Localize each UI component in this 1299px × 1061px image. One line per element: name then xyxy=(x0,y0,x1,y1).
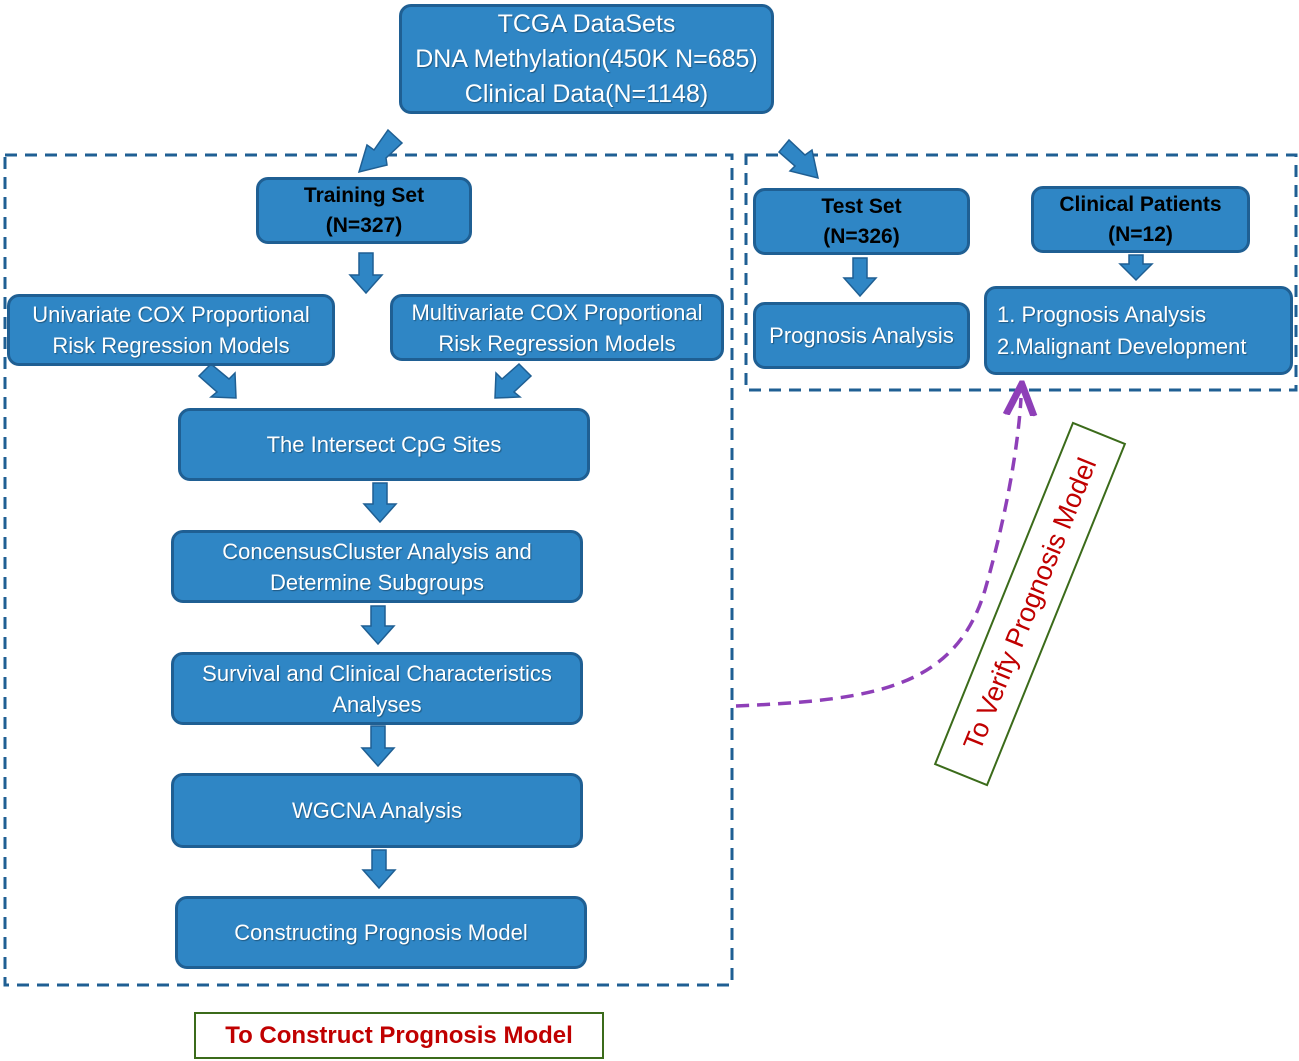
arrow-intersect-to-consensus-icon xyxy=(362,482,398,524)
clinical-results-line1: 1. Prognosis Analysis xyxy=(997,301,1207,327)
prognosis-analysis-text: Prognosis Analysis xyxy=(769,322,954,348)
clinical-results-line2: 2.Malignant Development xyxy=(997,333,1247,359)
clinical-patients-box: Clinical Patients (N=12) xyxy=(1031,186,1250,253)
intersect-cpg-box: The Intersect CpG Sites xyxy=(178,408,590,481)
verify-dashed-curve xyxy=(735,398,1021,708)
construct-model-label-text: To Construct Prognosis Model xyxy=(225,1021,573,1049)
intersect-cpg-text: The Intersect CpG Sites xyxy=(266,431,502,457)
wgcna-analysis-text: WGCNA Analysis xyxy=(292,797,462,823)
constructing-model-text: Constructing Prognosis Model xyxy=(234,919,528,945)
survival-analyses-line1: Survival and Clinical Characteristics xyxy=(202,660,552,686)
arrow-test-to-prognosis-icon xyxy=(842,257,878,298)
constructing-model-box: Constructing Prognosis Model xyxy=(175,896,587,969)
test-set-count: (N=326) xyxy=(823,224,900,248)
arrow-multivariate-to-intersect-icon xyxy=(494,362,533,399)
survival-analyses-box: Survival and Clinical Characteristics An… xyxy=(171,652,583,725)
clinical-patients-count: (N=12) xyxy=(1108,222,1173,246)
survival-analyses-line2: Analyses xyxy=(332,691,422,717)
arrow-consensus-to-survival-icon xyxy=(360,605,396,646)
construct-model-label: To Construct Prognosis Model xyxy=(194,1012,604,1059)
arrow-survival-to-wgcna-icon xyxy=(360,725,396,768)
univariate-cox-line1: Univariate COX Proportional xyxy=(32,302,310,327)
consensus-cluster-line1: ConcensusCluster Analysis and xyxy=(222,538,532,564)
tcga-datasets-title: TCGA DataSets xyxy=(497,9,676,38)
training-set-count: (N=327) xyxy=(325,213,403,237)
clinical-patients-title: Clinical Patients xyxy=(1059,192,1222,216)
multivariate-cox-box: Multivariate COX Proportional Risk Regre… xyxy=(390,294,724,361)
test-set-box: Test Set (N=326) xyxy=(753,188,970,255)
consensus-cluster-line2: Determine Subgroups xyxy=(269,569,484,595)
arrow-clinical-to-results-icon xyxy=(1118,254,1154,282)
arrow-to-test-icon xyxy=(777,138,819,180)
multivariate-cox-line1: Multivariate COX Proportional xyxy=(411,299,703,325)
arrow-training-to-models-icon xyxy=(348,252,384,295)
arrow-to-training-icon xyxy=(357,128,404,174)
training-set-title: Training Set xyxy=(303,183,425,207)
wgcna-analysis-box: WGCNA Analysis xyxy=(171,773,583,848)
tcga-datasets-box: TCGA DataSets DNA Methylation(450K N=685… xyxy=(399,4,774,114)
univariate-cox-box: Univariate COX Proportional Risk Regress… xyxy=(7,294,335,366)
clinical-results-box: 1. Prognosis Analysis 2.Malignant Develo… xyxy=(984,286,1293,375)
dna-methylation-text: DNA Methylation(450K N=685) xyxy=(415,44,758,73)
arrow-univariate-to-intersect-icon xyxy=(197,362,237,399)
univariate-cox-line2: Risk Regression Models xyxy=(52,333,290,358)
arrow-wgcna-to-constructing-icon xyxy=(361,849,397,890)
multivariate-cox-line2: Risk Regression Models xyxy=(438,330,676,356)
training-set-box: Training Set (N=327) xyxy=(256,177,472,244)
clinical-data-text: Clinical Data(N=1148) xyxy=(464,79,709,108)
prognosis-analysis-box: Prognosis Analysis xyxy=(753,302,970,369)
test-set-title: Test Set xyxy=(821,194,902,218)
consensus-cluster-box: ConcensusCluster Analysis and Determine … xyxy=(171,530,583,603)
